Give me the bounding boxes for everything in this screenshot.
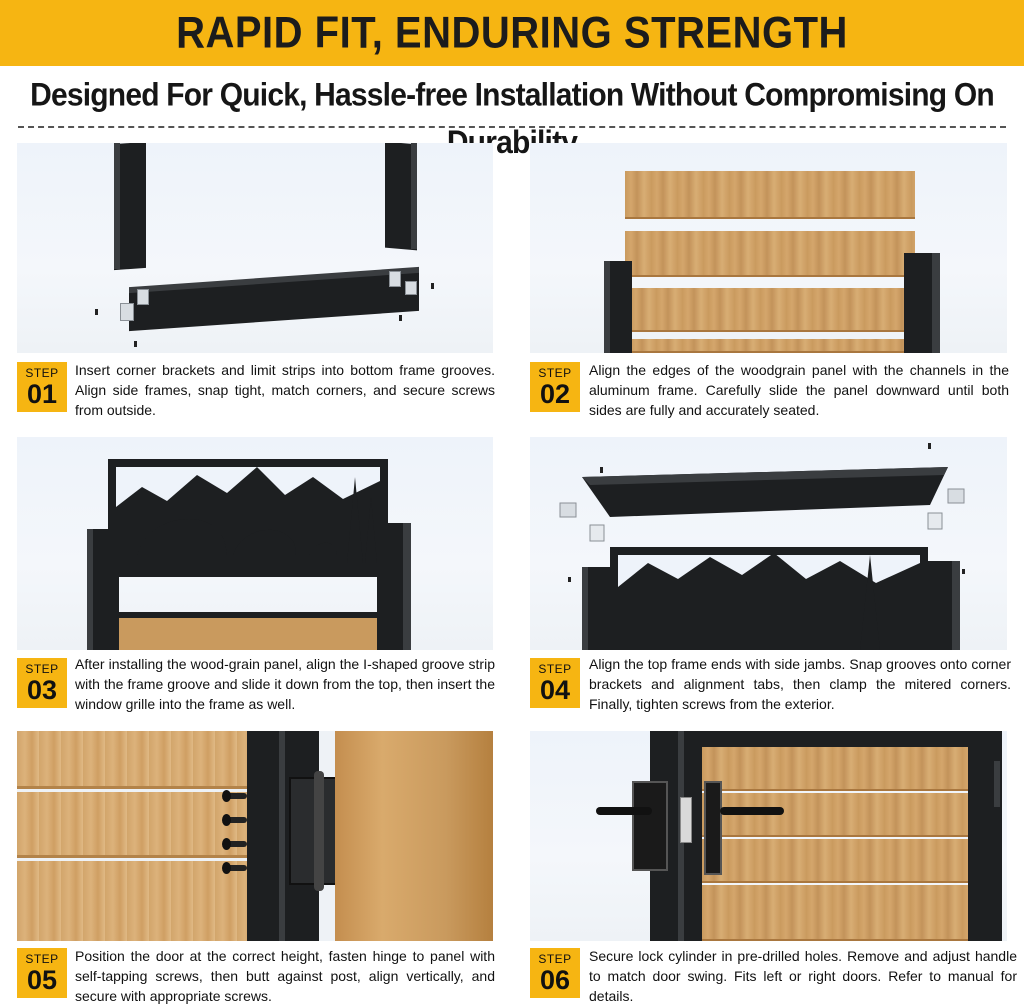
step-02-photo — [530, 143, 1007, 353]
step-06-photo — [530, 731, 1007, 941]
step-label: STEP — [25, 951, 59, 966]
lock-plate-left — [632, 781, 668, 871]
step-number: 04 — [539, 674, 571, 705]
step-01-photo — [17, 143, 493, 353]
step-03-badge: STEP 03 — [17, 658, 67, 708]
step-06-badge: STEP 06 — [530, 948, 580, 998]
bear-grille-illustration — [87, 459, 411, 650]
lock-handle-left — [596, 807, 652, 815]
step-02-badge: STEP 02 — [530, 362, 580, 412]
lock-plate-right — [704, 781, 722, 875]
step-number: 01 — [26, 378, 58, 409]
step-01-description: Insert corner brackets and limit strips … — [75, 362, 495, 418]
step-05-badge: STEP 05 — [17, 948, 67, 998]
step-04-description: Align the top frame ends with side jambs… — [589, 656, 1011, 712]
header-banner: RAPID FIT, ENDURING STRENGTH — [0, 0, 1024, 66]
step-label: STEP — [538, 951, 572, 966]
top-frame-illustration — [559, 443, 965, 650]
step-01-badge: STEP 01 — [17, 362, 67, 412]
step-02-description: Align the edges of the woodgrain panel w… — [589, 362, 1009, 418]
step-number: 05 — [26, 964, 58, 995]
lock-handle-right — [720, 807, 784, 815]
step-04-photo — [530, 437, 1007, 650]
step-03-description: After installing the wood-grain panel, a… — [75, 656, 495, 712]
step-label: STEP — [25, 365, 59, 380]
step-05-description: Position the door at the correct height,… — [75, 948, 495, 1004]
banner-title: RAPID FIT, ENDURING STRENGTH — [176, 7, 848, 58]
step-label: STEP — [25, 661, 59, 676]
step-number: 06 — [539, 964, 571, 995]
dashed-divider — [18, 126, 1006, 128]
step-04-badge: STEP 04 — [530, 658, 580, 708]
step-03-photo — [17, 437, 493, 650]
page-subtitle: Designed For Quick, Hassle-free Installa… — [30, 77, 995, 161]
step-label: STEP — [538, 661, 572, 676]
step-label: STEP — [538, 365, 572, 380]
step-number: 02 — [539, 378, 571, 409]
step-05-photo — [17, 731, 493, 941]
step-number: 03 — [26, 674, 58, 705]
step-06-description: Secure lock cylinder in pre-drilled hole… — [589, 948, 1017, 1004]
